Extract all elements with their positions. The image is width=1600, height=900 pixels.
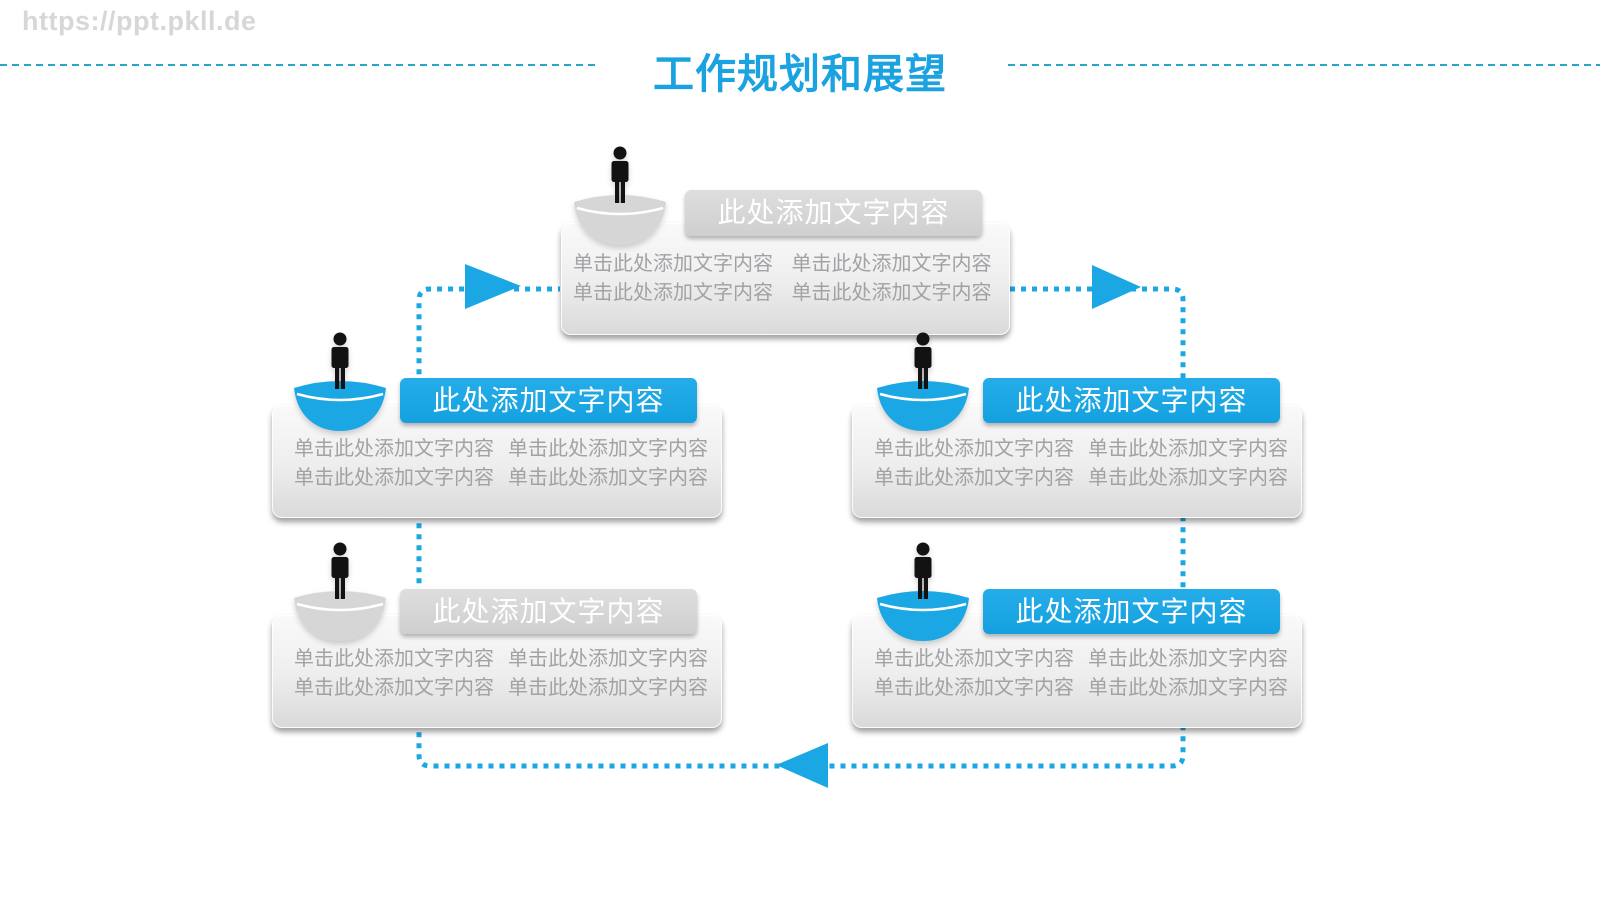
box-header[interactable]: 此处添加文字内容 bbox=[400, 589, 697, 634]
person-on-bowl-icon bbox=[572, 146, 668, 246]
placeholder-text[interactable]: 单击此处添加文字内容 bbox=[1088, 467, 1288, 489]
placeholder-text-grid: 单击此处添加文字内容 单击此处添加文字内容 单击此处添加文字内容 单击此处添加文… bbox=[272, 405, 722, 493]
person-on-bowl-icon bbox=[292, 542, 388, 642]
placeholder-text[interactable]: 单击此处添加文字内容 bbox=[874, 467, 1074, 489]
arrow-left-icon bbox=[776, 743, 828, 788]
placeholder-text[interactable]: 单击此处添加文字内容 bbox=[508, 467, 708, 489]
placeholder-text[interactable]: 单击此处添加文字内容 bbox=[508, 677, 708, 699]
person-on-bowl-icon bbox=[292, 332, 388, 432]
placeholder-text-grid: 单击此处添加文字内容 单击此处添加文字内容 单击此处添加文字内容 单击此处添加文… bbox=[852, 405, 1302, 493]
placeholder-text[interactable]: 单击此处添加文字内容 bbox=[874, 677, 1074, 699]
placeholder-text[interactable]: 单击此处添加文字内容 bbox=[294, 467, 494, 489]
card-body: 单击此处添加文字内容 单击此处添加文字内容 单击此处添加文字内容 单击此处添加文… bbox=[561, 223, 1010, 335]
placeholder-text[interactable]: 单击此处添加文字内容 bbox=[573, 282, 773, 304]
placeholder-text[interactable]: 单击此处添加文字内容 bbox=[508, 438, 708, 460]
placeholder-text[interactable]: 单击此处添加文字内容 bbox=[791, 253, 992, 275]
box-header[interactable]: 此处添加文字内容 bbox=[685, 190, 982, 236]
placeholder-text[interactable]: 单击此处添加文字内容 bbox=[874, 438, 1074, 460]
placeholder-text[interactable]: 单击此处添加文字内容 bbox=[294, 677, 494, 699]
placeholder-text[interactable]: 单击此处添加文字内容 bbox=[573, 253, 773, 275]
placeholder-text[interactable]: 单击此处添加文字内容 bbox=[294, 438, 494, 460]
box-header[interactable]: 此处添加文字内容 bbox=[400, 378, 697, 423]
placeholder-text[interactable]: 单击此处添加文字内容 bbox=[1088, 438, 1288, 460]
placeholder-text[interactable]: 单击此处添加文字内容 bbox=[791, 282, 992, 304]
placeholder-text-grid: 单击此处添加文字内容 单击此处添加文字内容 单击此处添加文字内容 单击此处添加文… bbox=[852, 615, 1302, 703]
title-container: 工作规划和展望 bbox=[0, 34, 1600, 110]
box-header[interactable]: 此处添加文字内容 bbox=[983, 378, 1280, 423]
watermark-url: https://ppt.pkll.de bbox=[22, 6, 257, 36]
arrow-right-icon bbox=[1092, 265, 1141, 309]
arrow-right-icon bbox=[465, 264, 521, 309]
placeholder-text[interactable]: 单击此处添加文字内容 bbox=[874, 648, 1074, 670]
box-header[interactable]: 此处添加文字内容 bbox=[983, 589, 1280, 634]
person-on-bowl-icon bbox=[875, 542, 971, 642]
page-title: 工作规划和展望 bbox=[595, 34, 1005, 110]
placeholder-text[interactable]: 单击此处添加文字内容 bbox=[1088, 648, 1288, 670]
placeholder-text[interactable]: 单击此处添加文字内容 bbox=[1088, 677, 1288, 699]
card-body: 单击此处添加文字内容 单击此处添加文字内容 单击此处添加文字内容 单击此处添加文… bbox=[272, 405, 722, 518]
person-on-bowl-icon bbox=[875, 332, 971, 432]
placeholder-text-grid: 单击此处添加文字内容 单击此处添加文字内容 单击此处添加文字内容 单击此处添加文… bbox=[561, 223, 1010, 308]
placeholder-text-grid: 单击此处添加文字内容 单击此处添加文字内容 单击此处添加文字内容 单击此处添加文… bbox=[272, 615, 722, 703]
placeholder-text[interactable]: 单击此处添加文字内容 bbox=[294, 648, 494, 670]
placeholder-text[interactable]: 单击此处添加文字内容 bbox=[508, 648, 708, 670]
